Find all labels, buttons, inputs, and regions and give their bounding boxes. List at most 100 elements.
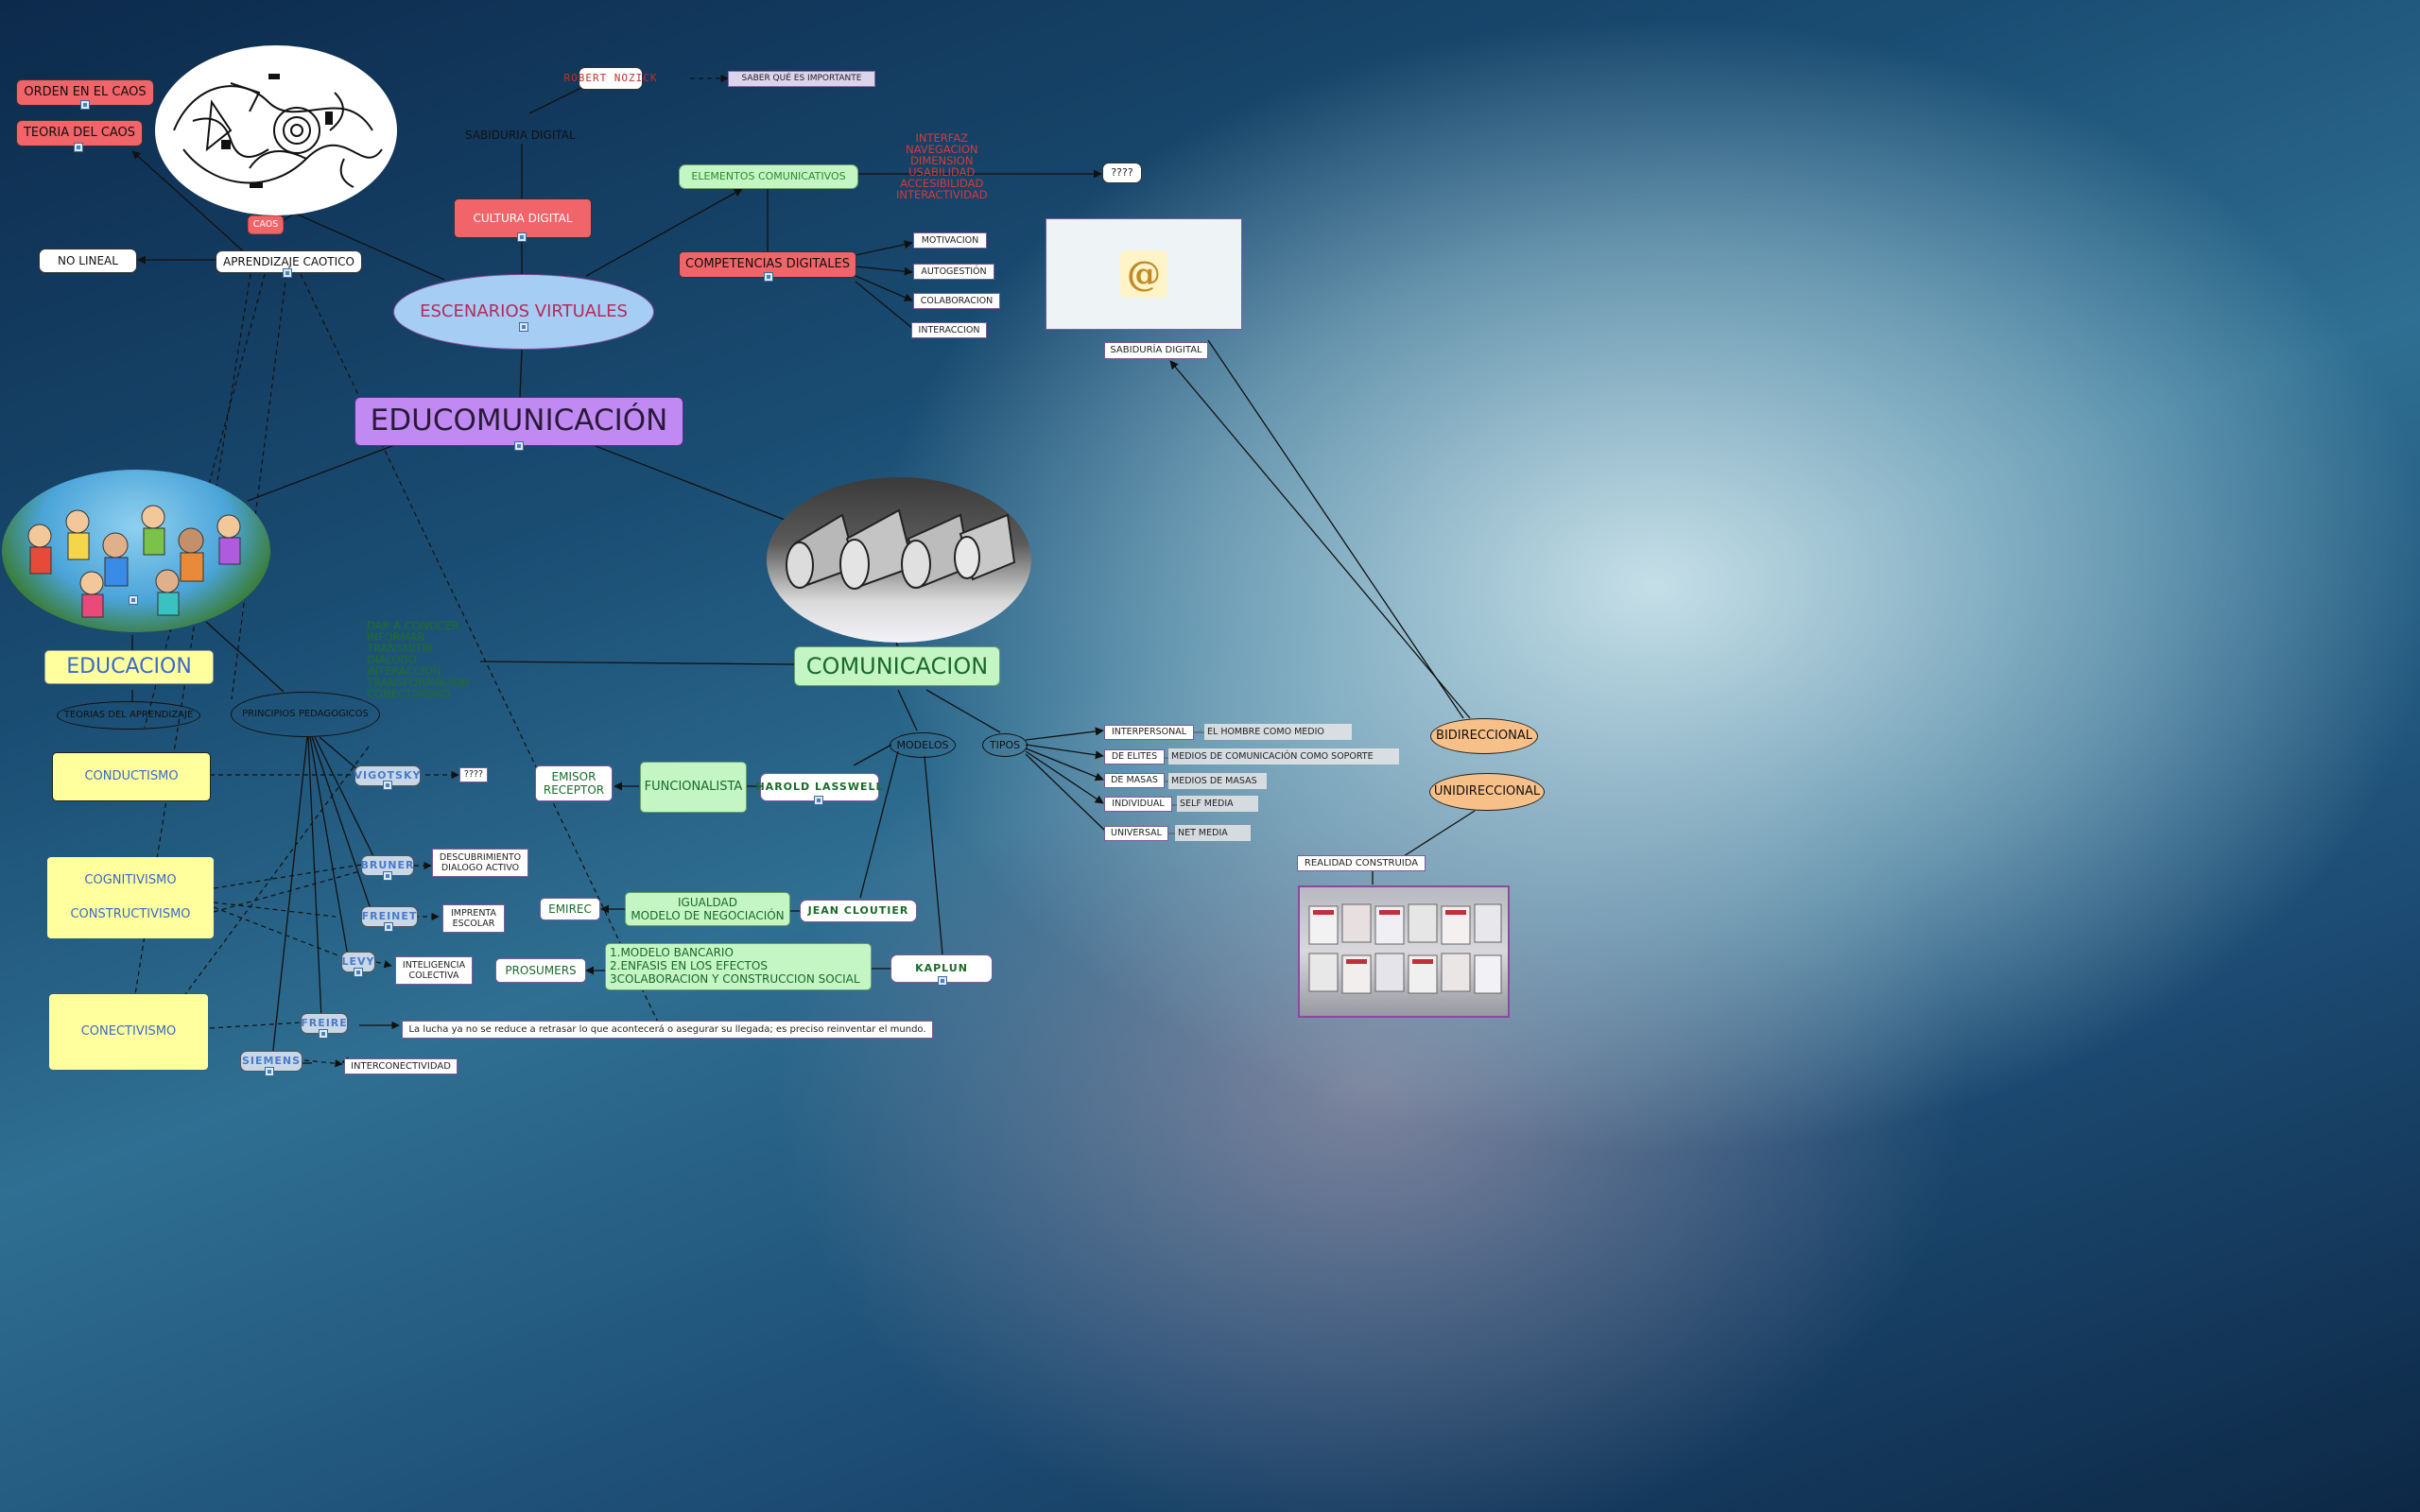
picture-attachment-icon[interactable] [80, 100, 90, 110]
educacion-node[interactable]: EDUCACION [44, 650, 214, 684]
tipo-elites-node[interactable]: DE ELITES [1104, 749, 1165, 765]
picture-attachment-icon[interactable] [283, 268, 292, 278]
orden-en-el-caos-label: ORDEN EN EL CAOS [24, 85, 146, 100]
newsstand-image [1298, 885, 1510, 1018]
chaos-sketch-drawing [155, 45, 397, 215]
colaboracion-node[interactable]: COLABORACION [913, 293, 1000, 309]
megaphones-drawing [767, 477, 1031, 643]
teorias-del-aprendizaje-node[interactable]: TEORIAS DEL APRENDIZAJE [57, 701, 200, 730]
conectivismo-label: CONECTIVISMO [81, 1024, 177, 1040]
vigotsky-note[interactable]: ???? [459, 767, 488, 782]
unidireccional-label: UNIDIRECCIONAL [1434, 784, 1540, 799]
escenarios-virtuales-node[interactable]: ESCENARIOS VIRTUALES [393, 274, 654, 350]
comunicacion-node[interactable]: COMUNICACION [794, 646, 1000, 686]
cultura-digital-label: CULTURA DIGITAL [473, 212, 572, 225]
unidireccional-node[interactable]: UNIDIRECCIONAL [1429, 773, 1545, 811]
picture-attachment-icon[interactable] [519, 322, 528, 332]
caos-tag[interactable]: CAOS [248, 215, 284, 234]
emisor-receptor-node[interactable]: EMISOR RECEPTOR [535, 765, 613, 801]
saber-que-label: SABER QUÉ ES IMPORTANTE [742, 74, 862, 84]
prosumers-label: PROSUMERS [505, 964, 576, 977]
bidireccional-node[interactable]: BIDIRECCIONAL [1430, 718, 1538, 754]
picture-attachment-icon[interactable] [354, 968, 363, 977]
modelos-label: MODELOS [897, 739, 949, 751]
conductismo-label: CONDUCTISMO [84, 769, 178, 784]
sabiduria-digital-label: SABIDURIA DIGITAL [465, 129, 576, 142]
educomunicacion-node[interactable]: EDUCOMUNICACIÓN [354, 397, 683, 446]
tipo-interpersonal-desc[interactable]: EL HOMBRE COMO MEDIO [1204, 724, 1352, 740]
tipo-individual-desc-label: SELF MEDIA [1180, 799, 1234, 809]
picture-attachment-icon[interactable] [383, 871, 392, 881]
tipo-elites-desc[interactable]: MEDIOS DE COMUNICACIÓN COMO SOPORTE [1168, 748, 1399, 765]
robert-nozick-node[interactable]: ROBERT NOZICK [579, 67, 643, 90]
picture-attachment-icon[interactable] [384, 922, 393, 932]
educacion-label: EDUCACION [66, 655, 192, 679]
kaplun-list-node[interactable]: 1.MODELO BANCARIO 2.ENFASIS EN LOS EFECT… [605, 943, 872, 990]
question-marks-label: ???? [1111, 166, 1132, 179]
levy-note[interactable]: INTELIGENCIA COLECTIVA [395, 956, 473, 985]
motivacion-label: MOTIVACION [922, 235, 979, 246]
tipo-elites-desc-label: MEDIOS DE COMUNICACIÓN COMO SOPORTE [1171, 751, 1374, 762]
prosumers-node[interactable]: PROSUMERS [495, 958, 586, 983]
tipo-individual-desc[interactable]: SELF MEDIA [1177, 796, 1258, 812]
tipo-universal-node[interactable]: UNIVERSAL [1104, 826, 1168, 841]
conductismo-node[interactable]: CONDUCTISMO [52, 752, 211, 801]
colaboracion-label: COLABORACION [921, 296, 994, 306]
funcionalista-node[interactable]: FUNCIONALISTA [640, 762, 747, 813]
modelos-node[interactable]: MODELOS [890, 732, 956, 758]
picture-attachment-icon[interactable] [764, 272, 773, 282]
tipo-individual-node[interactable]: INDIVIDUAL [1104, 797, 1172, 812]
sabiduria-digital-node[interactable]: SABIDURÍA DIGITAL [1104, 342, 1208, 359]
picture-attachment-icon[interactable] [514, 441, 524, 451]
interaccion-node[interactable]: INTERACCION [911, 322, 987, 338]
tipos-node[interactable]: TIPOS [982, 733, 1028, 757]
jean-cloutier-node[interactable]: JEAN CLOUTIER [800, 900, 917, 922]
bruner-note[interactable]: DESCUBRIMIENTO DIALOGO ACTIVO [432, 849, 528, 877]
teoria-del-caos-label: TEORIA DEL CAOS [24, 126, 135, 141]
realidad-construida-node[interactable]: REALIDAD CONSTRUIDA [1297, 855, 1426, 871]
picture-attachment-icon[interactable] [74, 143, 83, 152]
tipo-individual-label: INDIVIDUAL [1112, 799, 1164, 809]
motivacion-node[interactable]: MOTIVACION [913, 232, 987, 249]
cognitivismo-constructivismo-node[interactable]: COGNITIVISMO CONSTRUCTIVISMO [47, 857, 214, 938]
picture-attachment-icon[interactable] [319, 1029, 328, 1039]
picture-attachment-icon[interactable] [129, 595, 138, 605]
no-lineal-node[interactable]: NO LINEAL [39, 249, 137, 273]
tipos-label: TIPOS [990, 739, 1020, 751]
picture-attachment-icon[interactable] [517, 232, 527, 242]
caos-tag-label: CAOS [253, 219, 278, 230]
tipo-masas-desc-label: MEDIOS DE MASAS [1171, 776, 1257, 786]
saber-que-es-importante-node[interactable]: SABER QUÉ ES IMPORTANTE [728, 71, 875, 87]
freire-quote[interactable]: La lucha ya no se reduce a retrasar lo q… [402, 1021, 933, 1039]
chaos-sketch-image [155, 45, 397, 215]
picture-attachment-icon[interactable] [383, 781, 392, 790]
elementos-comunicativos-node[interactable]: ELEMENTOS COMUNICATIVOS [679, 164, 858, 189]
bruner-note-label: DESCUBRIMIENTO DIALOGO ACTIVO [440, 852, 521, 874]
question-marks-node[interactable]: ???? [1102, 163, 1142, 183]
tipo-universal-desc[interactable]: NET MEDIA [1175, 825, 1251, 841]
jean-cloutier-label: JEAN CLOUTIER [808, 904, 909, 917]
children-image [2, 470, 270, 632]
emirec-node[interactable]: EMIREC [540, 898, 600, 920]
conectivismo-node[interactable]: CONECTIVISMO [49, 994, 208, 1070]
sabiduria-digital-box-label: SABIDURÍA DIGITAL [1110, 345, 1201, 356]
picture-attachment-icon[interactable] [938, 976, 947, 986]
kaplun-list-label: 1.MODELO BANCARIO 2.ENFASIS EN LOS EFECT… [610, 947, 860, 986]
principios-pedagogicos-node[interactable]: PRINCIPIOS PEDAGOGICOS [231, 692, 380, 737]
siemens-note[interactable]: INTERCONECTIVIDAD [344, 1058, 458, 1074]
tipo-universal-desc-label: NET MEDIA [1178, 828, 1228, 838]
autogestion-node[interactable]: AUTOGESTIÓN [913, 264, 994, 280]
megaphones-image [767, 477, 1031, 643]
tipo-interpersonal-node[interactable]: INTERPERSONAL [1104, 725, 1194, 740]
tipo-masas-label: DE MASAS [1111, 775, 1158, 785]
tipo-masas-desc[interactable]: MEDIOS DE MASAS [1168, 773, 1267, 789]
freinet-label: FREINET [362, 910, 418, 922]
picture-attachment-icon[interactable] [265, 1067, 274, 1076]
bidireccional-label: BIDIRECCIONAL [1436, 729, 1532, 744]
freinet-note[interactable]: IMPRENTA ESCOLAR [442, 904, 505, 933]
picture-attachment-icon[interactable] [814, 796, 823, 805]
tipo-masas-node[interactable]: DE MASAS [1104, 773, 1165, 788]
igualdad-node[interactable]: IGUALDAD MODELO DE NEGOCIACIÓN [625, 892, 790, 926]
freire-quote-label: La lucha ya no se reduce a retrasar lo q… [408, 1024, 925, 1036]
tipo-universal-label: UNIVERSAL [1111, 828, 1162, 838]
